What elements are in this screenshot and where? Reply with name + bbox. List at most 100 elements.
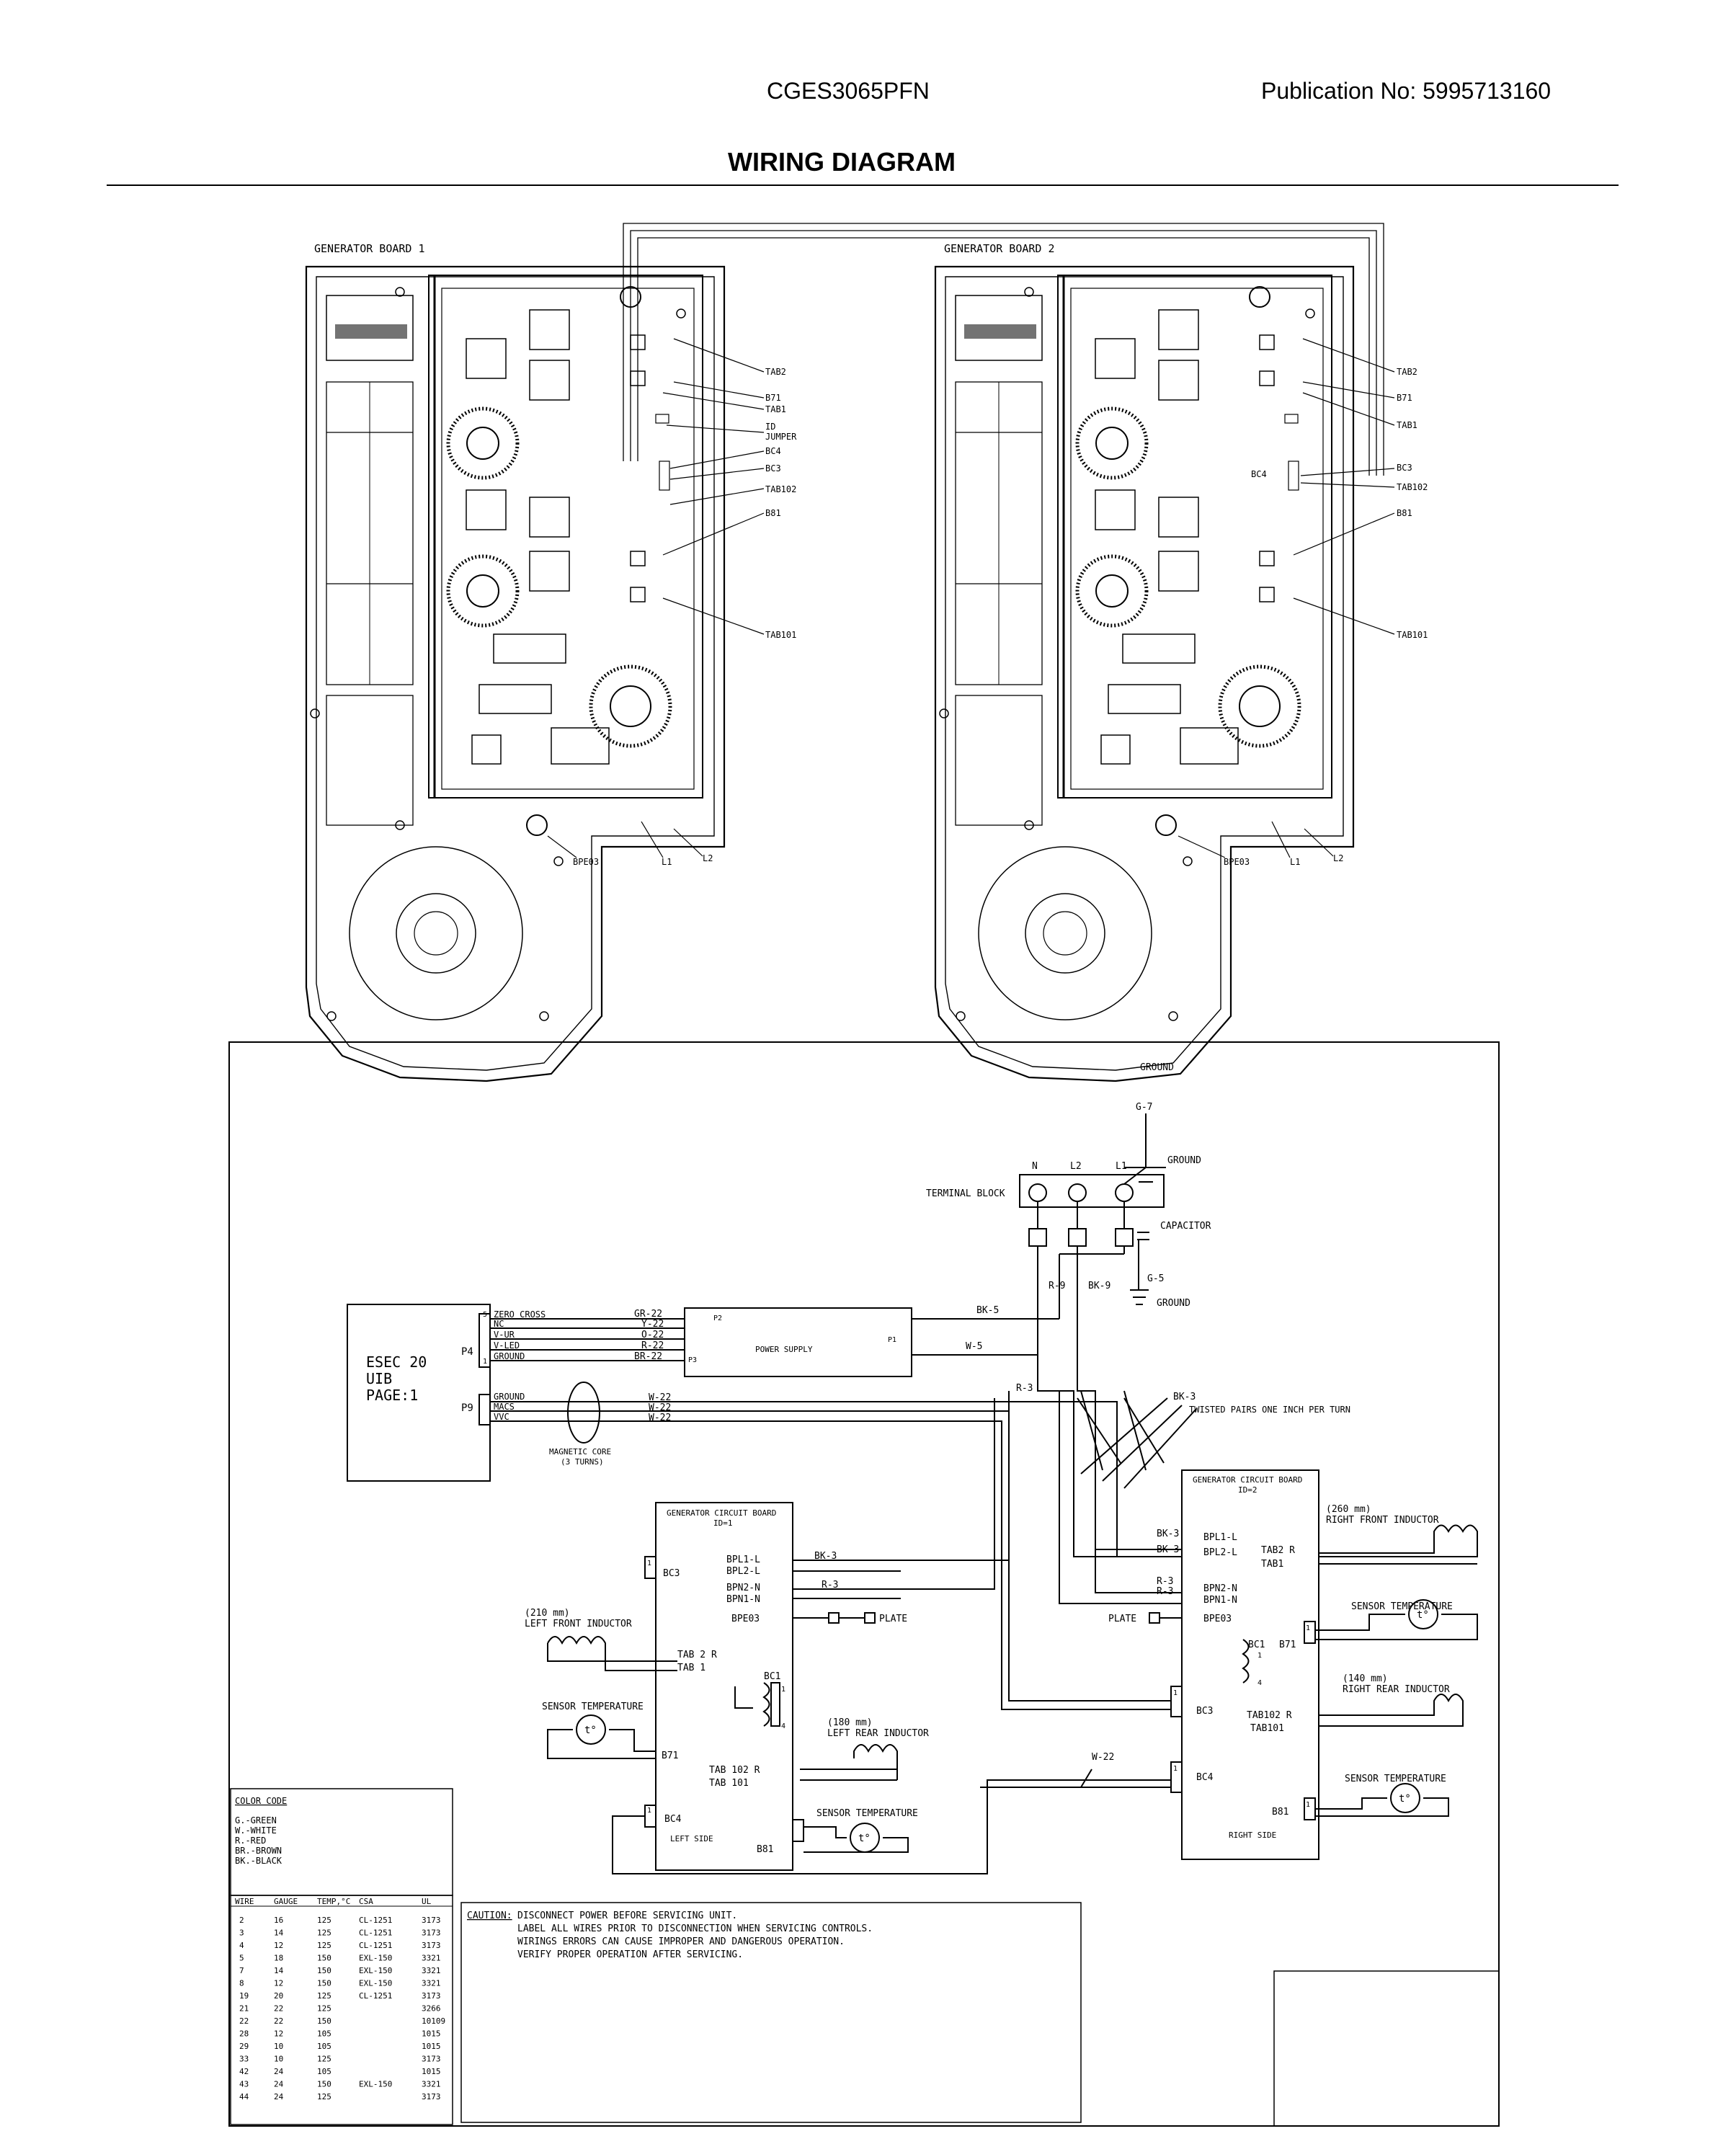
board-2-title: GENERATOR BOARD 2 — [944, 242, 1055, 255]
color-code-entry: R.-RED — [235, 1836, 266, 1846]
left-b71: B71 — [662, 1751, 678, 1761]
left-tab2r: TAB 2 R — [677, 1650, 717, 1660]
board-1-title: GENERATOR BOARD 1 — [314, 242, 425, 255]
color-code-entry: W.-WHITE — [235, 1825, 277, 1836]
board-interconnect-cable — [623, 223, 1384, 476]
left-bpe03: BPE03 — [731, 1614, 760, 1624]
p1-label: P1 — [888, 1336, 896, 1344]
wire-table-header: WIRE — [235, 1897, 254, 1906]
board-1-bc3: BC3 — [765, 463, 781, 473]
gcb-left-title: GENERATOR CIRCUIT BOARD — [667, 1508, 776, 1518]
right-sensor-b71-symbol: t° — [1417, 1609, 1429, 1621]
left-sensor-b71-symbol: t° — [584, 1725, 597, 1736]
right-bpl1l: BPL1-L — [1203, 1532, 1237, 1543]
wire-table-cell: 42 — [239, 2067, 249, 2076]
left-bk3: BK-3 — [814, 1551, 837, 1562]
wire-table-cell: 1015 — [422, 2067, 441, 2076]
wire-table-cell: 7 — [239, 1966, 244, 1975]
wire-table-cell: 150 — [317, 1966, 331, 1975]
twisted-pairs-label: TWISTED PAIRS ONE INCH PER TURN — [1189, 1405, 1350, 1415]
p4-label: P4 — [461, 1346, 473, 1358]
left-bpl1l: BPL1-L — [726, 1554, 760, 1565]
wire-table-cell: 1015 — [422, 2042, 441, 2051]
uib-line-1: ESEC 20 — [366, 1353, 427, 1371]
right-bk3-2: BK-3 — [1157, 1544, 1179, 1555]
macs-label: MACS — [494, 1402, 515, 1412]
w5-label: W-5 — [966, 1341, 982, 1352]
wire-table-cell: 22 — [274, 2016, 283, 2026]
wire-table-cell: CL-1251 — [359, 1991, 392, 2001]
board-2-bc3: BC3 — [1397, 463, 1412, 473]
magnetic-core-label: MAGNETIC CORE — [549, 1447, 611, 1456]
g5-label: G-5 — [1147, 1273, 1164, 1284]
vled-label: V-LED — [494, 1340, 520, 1351]
left-tab101: TAB 101 — [709, 1778, 749, 1789]
wire-table-cell: 150 — [317, 2080, 331, 2089]
left-tab1: TAB 1 — [677, 1663, 705, 1673]
left-bc1: BC1 — [764, 1671, 780, 1682]
left-plate: PLATE — [879, 1614, 907, 1624]
board-1-l2: L2 — [703, 853, 713, 863]
terminal-l2: L2 — [1070, 1161, 1082, 1172]
left-bc1-pin4: 4 — [781, 1722, 785, 1730]
board-2-tab1: TAB1 — [1397, 420, 1417, 430]
right-bc4: BC4 — [1196, 1772, 1214, 1783]
terminal-n: N — [1032, 1161, 1038, 1172]
rr-inductor-size: (140 mm) — [1343, 1673, 1388, 1684]
power-supply-label: POWER SUPPLY — [755, 1345, 813, 1354]
wire-table-cell: 125 — [317, 1991, 331, 2001]
wire-table-cell: 3173 — [422, 1916, 441, 1925]
right-sensor-b81-symbol: t° — [1399, 1793, 1411, 1805]
wire-table-cell: 22 — [239, 2016, 249, 2026]
gcb-left-id: ID=1 — [713, 1518, 733, 1528]
wire-table-cell: 28 — [239, 2029, 249, 2039]
left-sensor-b81-symbol: t° — [858, 1833, 871, 1844]
left-bpl2l: BPL2-L — [726, 1566, 760, 1577]
right-bc3-pin: 1 — [1173, 1689, 1178, 1697]
board-2-l1: L1 — [1290, 857, 1300, 867]
wire-table-cell: CL-1251 — [359, 1916, 392, 1925]
wire-table-cell: 43 — [239, 2080, 249, 2089]
right-bpn2n: BPN2-N — [1203, 1583, 1237, 1594]
left-side-label: LEFT SIDE — [670, 1834, 713, 1843]
board-1-l1: L1 — [662, 857, 672, 867]
left-bpn1n: BPN1-N — [726, 1594, 760, 1605]
right-b71: B71 — [1279, 1640, 1296, 1650]
gcb-right-title: GENERATOR CIRCUIT BOARD — [1193, 1475, 1302, 1485]
right-bpe03: BPE03 — [1203, 1614, 1232, 1624]
wire-table-cell: 105 — [317, 2029, 331, 2039]
rf-inductor-name: RIGHT FRONT INDUCTOR — [1326, 1515, 1439, 1526]
left-sensor-b71-label: SENSOR TEMPERATURE — [542, 1702, 644, 1712]
right-bc1: BC1 — [1248, 1640, 1265, 1650]
board-1-jumper: JUMPER — [765, 432, 797, 442]
gcb-right-id: ID=2 — [1238, 1485, 1258, 1495]
wire-table-cell: 125 — [317, 1916, 331, 1925]
rf-inductor-size: (260 mm) — [1326, 1504, 1371, 1515]
wire-table-cell: 16 — [274, 1916, 283, 1925]
lr-inductor-name: LEFT REAR INDUCTOR — [827, 1728, 929, 1739]
schematic-frame — [228, 1041, 1500, 2127]
color-code-entry: BK.-BLACK — [235, 1856, 282, 1866]
uib-line-3: PAGE:1 — [366, 1387, 418, 1404]
wire-table-cell: 150 — [317, 1954, 331, 1963]
wire-table-cell: 125 — [317, 1929, 331, 1938]
wire-table-cell: 18 — [274, 1954, 283, 1963]
wire-table-cell: EXL-150 — [359, 1954, 392, 1963]
right-tab1: TAB1 — [1261, 1559, 1283, 1570]
right-bc1-pin4: 4 — [1258, 1679, 1262, 1687]
wire-table-cell: 125 — [317, 2092, 331, 2101]
o22-label: O-22 — [641, 1330, 664, 1340]
wire-table-cell: 105 — [317, 2067, 331, 2076]
right-tab102r: TAB102 R — [1247, 1710, 1292, 1721]
uib-line-2: UIB — [366, 1370, 392, 1387]
lf-inductor-name: LEFT FRONT INDUCTOR — [525, 1619, 632, 1629]
wire-table-cell: 12 — [274, 2029, 283, 2039]
wire-table-cell: 3173 — [422, 1929, 441, 1938]
left-bc4-pin: 1 — [647, 1807, 651, 1815]
rr-inductor-name: RIGHT REAR INDUCTOR — [1343, 1684, 1450, 1695]
wire-table-cell: 10 — [274, 2055, 283, 2064]
page-title: WIRING DIAGRAM — [728, 147, 956, 177]
wire-table-cell: 19 — [239, 1991, 249, 2001]
